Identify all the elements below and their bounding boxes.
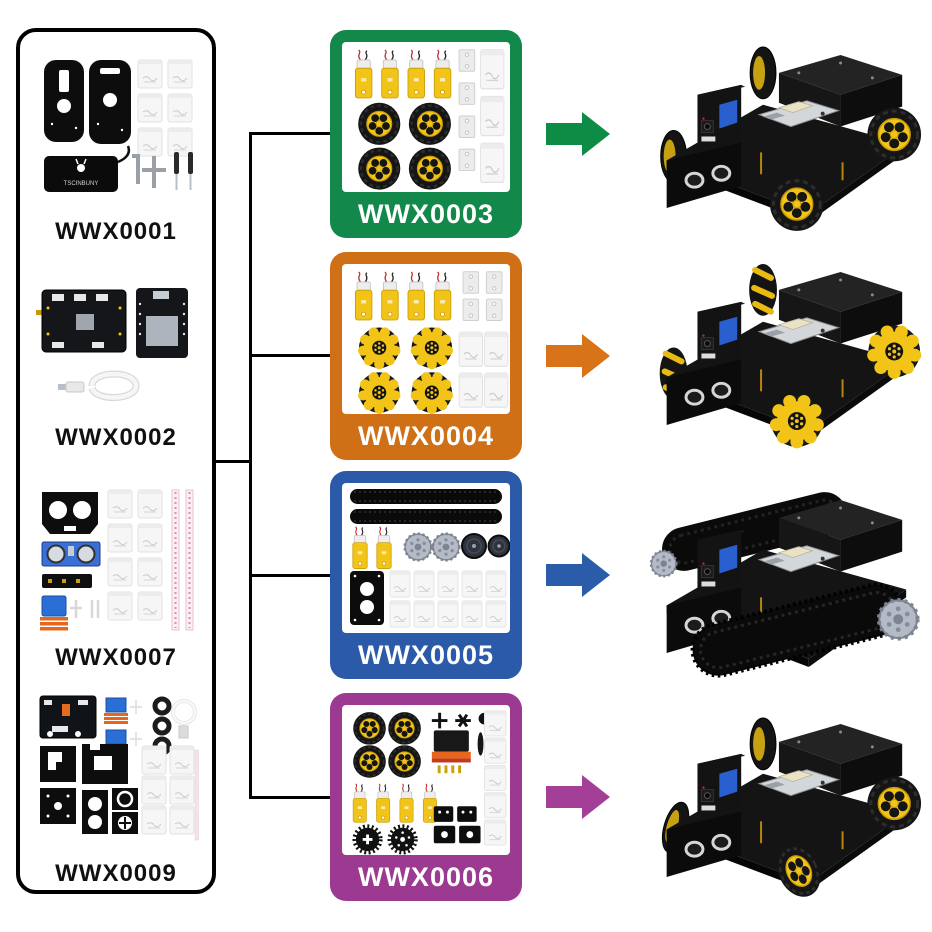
motor-plates <box>462 271 503 321</box>
tt-motors <box>352 526 392 570</box>
tt-motors <box>354 271 452 321</box>
screw-bags <box>137 59 193 157</box>
combo-box-wwx0006: WWX0006 <box>330 693 522 901</box>
robot-mecanum-car-image <box>612 248 922 449</box>
combo-photo-panel <box>342 42 510 192</box>
kit-wwx0007-photo <box>40 489 194 631</box>
combo-box-wwx0004: WWX0004 <box>330 252 522 460</box>
combo-photo-panel <box>342 483 511 633</box>
tools <box>132 154 166 188</box>
usb-cable <box>58 370 140 402</box>
screw-bags <box>458 331 509 408</box>
kit-wwx0009-photo <box>39 695 199 841</box>
bracket <box>350 571 384 625</box>
combo-box-wwx0005: WWX0005 <box>330 471 522 679</box>
screw-bags <box>141 745 195 835</box>
mecanum-wheels <box>358 327 454 414</box>
battery-brand-text: TSCINBUNY <box>64 181 99 187</box>
black-plates <box>433 806 481 844</box>
motor-plates <box>458 49 476 172</box>
track-kit-photo <box>350 489 511 628</box>
arrow-right-icon <box>546 334 610 378</box>
combo-label: WWX0005 <box>357 640 495 670</box>
ribbon-cables <box>171 489 194 631</box>
combo-label: WWX0004 <box>357 421 495 451</box>
robot-4wd-car-image <box>660 46 923 233</box>
arrow-right-icon <box>546 112 610 156</box>
white-cable <box>171 699 197 739</box>
servo-horns <box>431 712 491 729</box>
sprocket-gears <box>403 532 461 562</box>
parts-bags <box>389 570 507 628</box>
connector-branch-1 <box>252 132 330 135</box>
base-kit-label: WWX0007 <box>55 644 177 671</box>
kit-wwx0001-photo: TSCINBUNY <box>44 59 193 192</box>
base-kit-label: WWX0002 <box>55 424 177 451</box>
connector-branch-3 <box>252 574 330 577</box>
base-kit-label: WWX0009 <box>55 860 177 887</box>
base-kits-panel: TSCINBUNY WWX0001 <box>16 28 216 894</box>
combo-label: WWX0006 <box>357 862 495 892</box>
acrylic-plates <box>40 744 138 834</box>
kit-wwx0002-photo <box>36 288 188 402</box>
connector-branch-2 <box>252 354 330 357</box>
wheel-kit-photo <box>354 271 509 414</box>
screw-bags <box>107 489 163 621</box>
combo-label: WWX0003 <box>357 199 495 229</box>
combo-photo-panel <box>342 705 510 855</box>
robot-tank-image <box>649 492 920 678</box>
arrow-right-icon <box>546 553 610 597</box>
arrow-right-icon <box>546 775 610 819</box>
driver-board <box>36 289 127 353</box>
robot-steering-car-image <box>656 717 923 906</box>
combo-box-wwx0003: WWX0003 <box>330 30 522 238</box>
plastic-wheels <box>352 711 422 779</box>
screw-bags <box>483 710 507 846</box>
combo-photo-panel <box>342 264 510 414</box>
tt-motors <box>354 49 452 99</box>
steering-kit-photo <box>352 710 507 855</box>
driver-pcb <box>39 695 97 739</box>
line-tracking-sensor <box>42 574 92 588</box>
white-strip <box>194 749 199 841</box>
black-gears <box>352 824 418 855</box>
tank-tracks <box>350 489 502 524</box>
big-servo <box>431 730 484 774</box>
servo-and-horns <box>40 595 101 631</box>
ultrasonic-sensor <box>41 541 101 567</box>
tt-motors <box>352 783 438 823</box>
screw-bags <box>479 49 505 183</box>
connector-stub <box>216 460 252 463</box>
road-wheels <box>461 533 511 559</box>
wheel-kit-photo <box>354 49 505 191</box>
plastic-wheels <box>357 101 453 191</box>
base-kit-label: WWX0001 <box>55 218 177 245</box>
chassis-plates <box>44 60 131 144</box>
battery-box: TSCINBUNY <box>44 145 131 192</box>
camera-mount-plate <box>42 492 98 534</box>
connector-trunk <box>249 132 252 799</box>
esp32-board <box>136 288 188 358</box>
screwdrivers <box>174 152 193 190</box>
connector-branch-4 <box>252 796 330 799</box>
rings <box>152 696 172 756</box>
